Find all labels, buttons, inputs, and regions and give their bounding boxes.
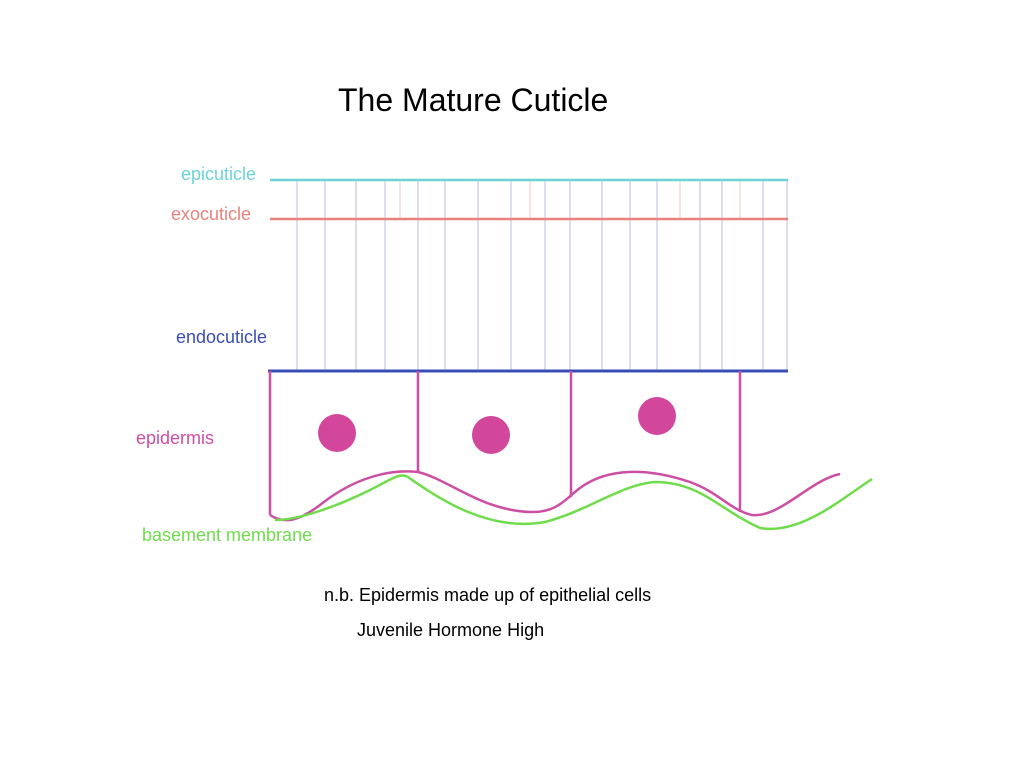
- nucleus-1: [318, 414, 356, 452]
- exocuticle-label: exocuticle: [171, 204, 252, 224]
- epidermis-label: epidermis: [136, 428, 215, 448]
- epidermis-cell-walls: [268, 371, 742, 515]
- nucleus-2: [472, 416, 510, 454]
- epicuticle-label: epicuticle: [181, 164, 257, 184]
- note-line-2: Juvenile Hormone High: [357, 620, 545, 640]
- pore-canals: [296, 180, 788, 371]
- epidermis-basal-line: [269, 470, 841, 522]
- basement-membrane-label: basement membrane: [142, 525, 313, 545]
- endocuticle-label: endocuticle: [176, 327, 268, 347]
- nucleus-3: [638, 397, 676, 435]
- note-line-1: n.b. Epidermis made up of epithelial cel…: [324, 585, 652, 605]
- page-title: The Mature Cuticle: [338, 82, 609, 118]
- basement-membrane-line: [274, 474, 873, 531]
